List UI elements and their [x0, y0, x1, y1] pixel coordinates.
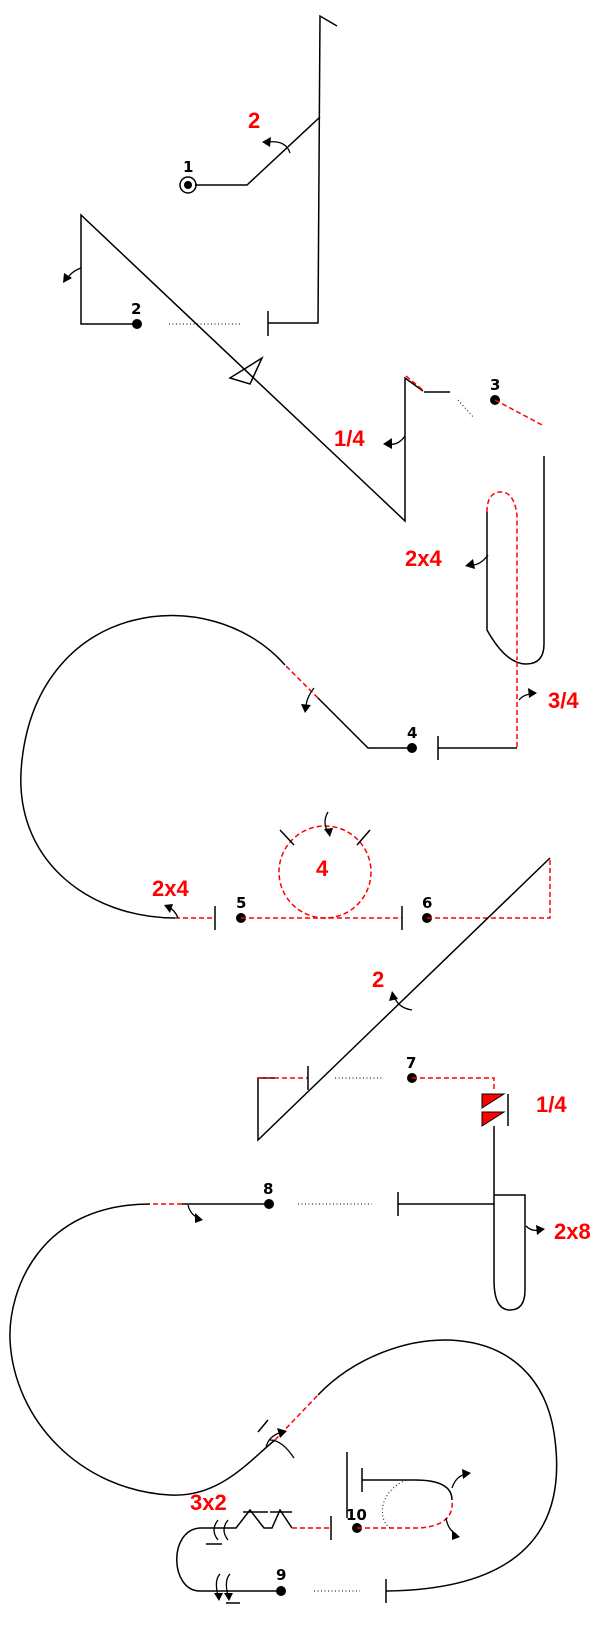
tick-mark [257, 1419, 269, 1433]
dashed-line [427, 858, 551, 919]
snap-triangle [481, 1093, 506, 1109]
tick-mark [356, 829, 371, 846]
multiplier-label: 2 [248, 108, 260, 133]
station-label-4: 4 [407, 724, 417, 742]
line [362, 1479, 453, 1501]
dotted-connector [457, 399, 475, 419]
arrow-head [195, 1213, 203, 1223]
sequence-1 [63, 14, 424, 523]
roll-arrow [223, 1519, 229, 1541]
arrow-head [262, 137, 271, 147]
sequence-9 [176, 1452, 471, 1604]
station-labels: 1 2 3 4 5 6 7 8 9 10 [131, 158, 500, 1584]
vertical-line-1 [268, 14, 338, 324]
station-label-3: 3 [490, 376, 500, 394]
station-label-9: 9 [276, 1566, 286, 1584]
station-label-10: 10 [346, 1506, 367, 1524]
snap-triangle [228, 356, 264, 385]
diagonal-line [195, 116, 321, 186]
sequence-7 [257, 857, 551, 1311]
start-point [184, 181, 192, 189]
s-loop [317, 1339, 558, 1592]
multiplier-labels: 2 1/4 2x4 3/4 2x4 4 2 1/4 2x8 3x2 [152, 108, 591, 1515]
arrow-head [536, 1225, 545, 1235]
station-label-1: 1 [183, 158, 193, 176]
arrow-head [465, 559, 475, 569]
station-label-2: 2 [131, 300, 141, 318]
multiplier-label: 4 [316, 856, 329, 881]
roll-arrow [225, 1573, 231, 1597]
arrow-head [528, 688, 537, 698]
station-label-7: 7 [406, 1054, 416, 1072]
s-loop [9, 1203, 276, 1496]
triangle-loop [80, 213, 424, 523]
dashed-connector [405, 375, 425, 392]
diagonal-line [257, 857, 551, 1142]
arrow-head [301, 704, 311, 713]
station-label-5: 5 [236, 894, 246, 912]
arrow-head [389, 991, 398, 1001]
arrow-head [452, 1530, 460, 1540]
arrow-head [324, 828, 333, 837]
line [398, 1126, 495, 1205]
snap-triangle [481, 1111, 506, 1127]
dashed-line [357, 1499, 453, 1529]
roll-arrow [215, 1573, 221, 1597]
sequence-5 [236, 811, 551, 930]
dashed-loop [486, 491, 518, 660]
multiplier-label: 2x8 [554, 1219, 591, 1244]
arrow-head [383, 438, 392, 449]
multiplier-label: 3x2 [190, 1490, 227, 1515]
multiplier-label: 2x4 [405, 546, 442, 571]
roll-arrow [445, 1517, 457, 1535]
dashed-connector [494, 399, 545, 427]
sequence-4 [20, 614, 517, 930]
roll-arrow [269, 1439, 295, 1459]
dashed-line [284, 664, 319, 699]
dotted-connector [382, 1479, 415, 1529]
arrow-head [164, 904, 173, 913]
loop-line [486, 456, 545, 665]
multiplier-label: 3/4 [548, 688, 579, 713]
roll-arrow [267, 141, 291, 154]
loop-line [176, 1508, 293, 1592]
start-circle [179, 176, 197, 194]
sequence-8 [9, 1192, 558, 1592]
dashed-line [412, 1077, 495, 1092]
arrow-head [224, 1593, 233, 1601]
multiplier-label: 1/4 [334, 426, 365, 451]
roll-arrow [213, 1519, 219, 1541]
station-label-6: 6 [422, 894, 432, 912]
arrow-head [214, 1593, 223, 1601]
multiplier-label: 2 [372, 967, 384, 992]
big-loop [20, 614, 286, 919]
station-label-8: 8 [263, 1180, 273, 1198]
multiplier-label: 1/4 [536, 1092, 567, 1117]
arrow-head [63, 273, 72, 283]
line [317, 697, 412, 749]
arrow-head [462, 1469, 471, 1479]
tick-mark [279, 829, 295, 846]
loop-line [493, 1194, 526, 1311]
sequence-3 [405, 375, 545, 748]
multiplier-label: 2x4 [152, 876, 189, 901]
arrow-head [277, 1428, 287, 1438]
